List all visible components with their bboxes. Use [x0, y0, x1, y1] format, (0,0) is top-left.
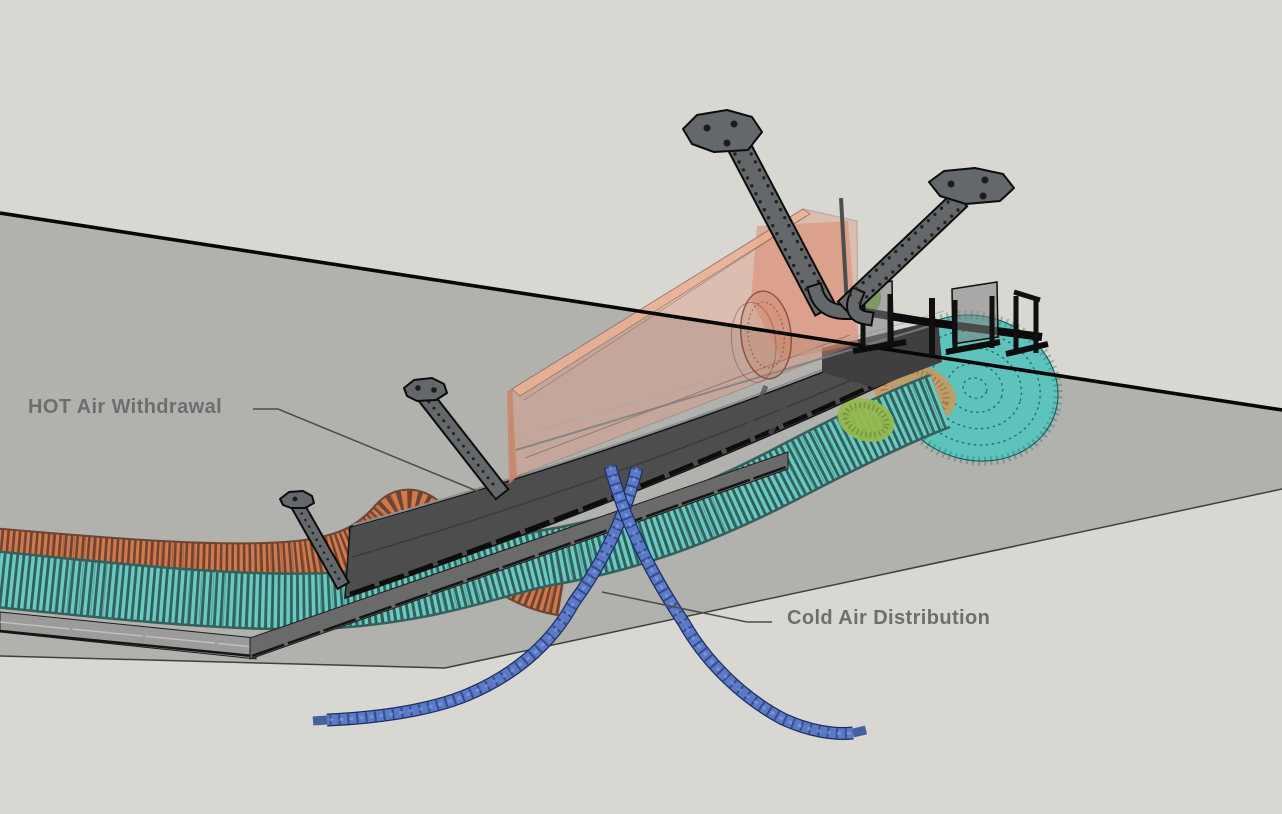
- cold-air-label: Cold Air Distribution: [787, 607, 991, 629]
- support-rail: [0, 451, 789, 660]
- unit-end-frame: [822, 320, 942, 388]
- hot-air-leader-line: [253, 408, 495, 499]
- rail-left-horizontal: [0, 611, 257, 660]
- unit-channel: [344, 320, 942, 600]
- cold-air-duct: [0, 373, 951, 631]
- rail-front-diagonal: [249, 451, 789, 660]
- leader-lines: [253, 408, 772, 623]
- hanger-straps: [279, 109, 1015, 591]
- hot-air-label: HOT Air Withdrawal: [28, 396, 223, 418]
- duct-collar-patch: [837, 398, 895, 442]
- cold-air-leader-line: [601, 591, 772, 623]
- hanger-strap-a: [682, 109, 855, 321]
- hanger-strap-b: [836, 167, 1015, 327]
- tube-left: [312, 466, 644, 727]
- tube-right: [603, 464, 868, 740]
- hanger-strap-c: [403, 377, 510, 501]
- hanger-strap-d: [279, 490, 351, 591]
- ceiling-section-edge: [0, 211, 1282, 412]
- distribution-tubes: [312, 464, 868, 740]
